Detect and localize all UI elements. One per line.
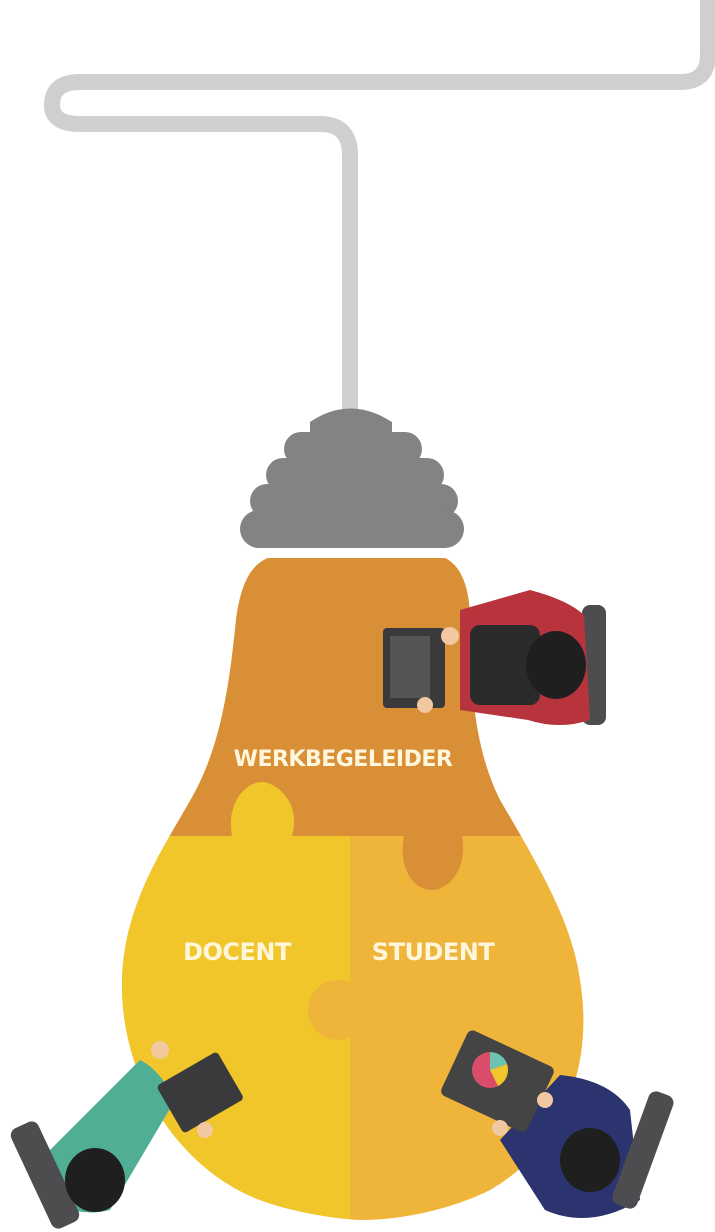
student-label: STUDENT: [372, 938, 496, 966]
puzzle-tab: [308, 980, 368, 1040]
docent-person-icon: [8, 1041, 244, 1231]
lightbulb-cord: [52, 0, 708, 410]
werkbegeleider-label: WERKBEGELEIDER: [234, 747, 453, 772]
docent-label: DOCENT: [183, 938, 292, 966]
lightbulb-socket: [240, 409, 464, 549]
